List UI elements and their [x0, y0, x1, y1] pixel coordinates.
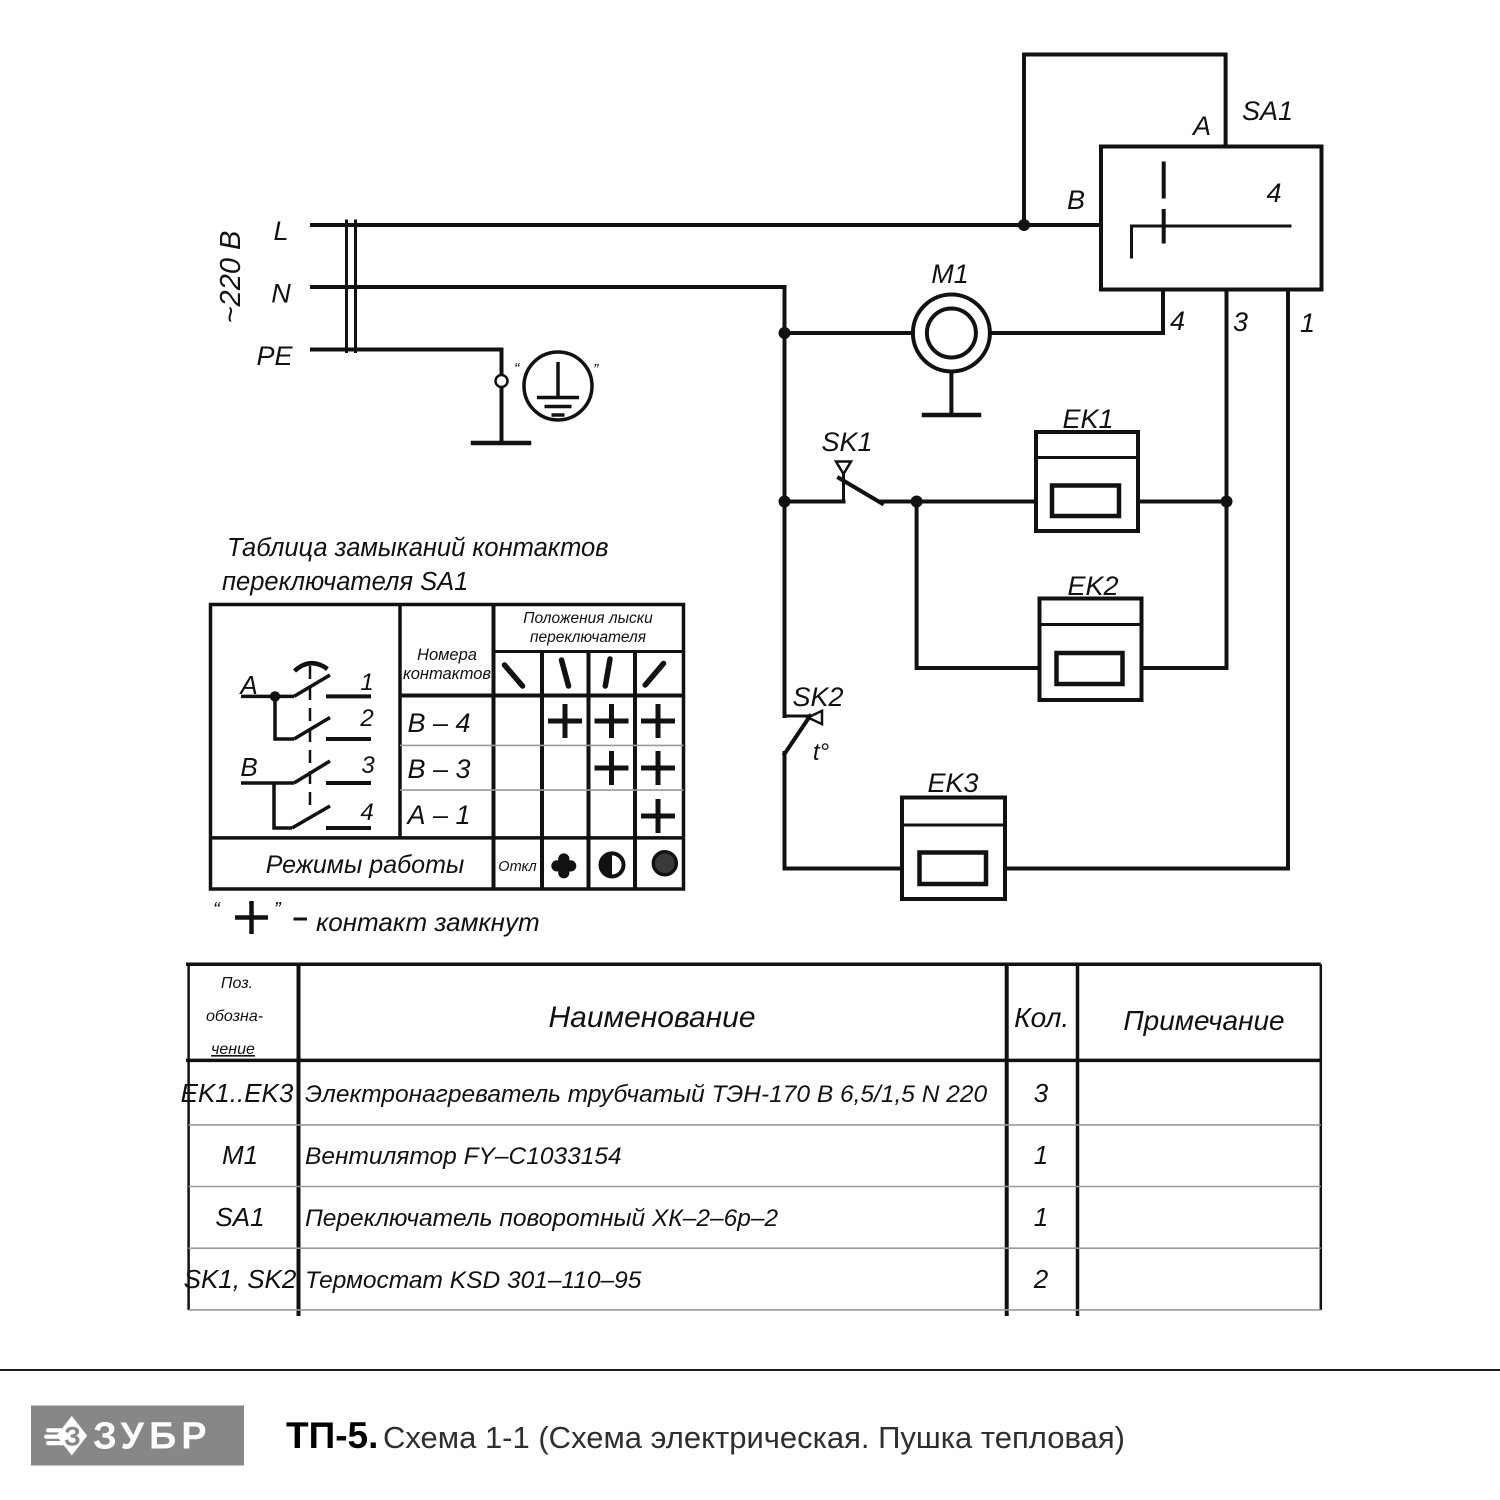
svg-text:t°: t° — [813, 739, 830, 766]
svg-text:ТП-5.: ТП-5. — [286, 1415, 378, 1456]
svg-text:переключателя: переключателя — [530, 629, 646, 646]
svg-text:Положения лыски: Положения лыски — [523, 610, 653, 627]
svg-text:Вентилятор FY–C1033154: Вентилятор FY–C1033154 — [305, 1143, 622, 1170]
svg-text:В – 4: В – 4 — [407, 708, 470, 738]
svg-text:М1: М1 — [222, 1140, 258, 1170]
svg-text:EK1..EK3: EK1..EK3 — [181, 1078, 294, 1108]
svg-text:PE: PE — [256, 341, 293, 371]
svg-text:Номера: Номера — [417, 646, 477, 664]
svg-text:A: A — [238, 670, 257, 700]
svg-text:Откл: Откл — [498, 859, 536, 875]
svg-text:4: 4 — [1170, 306, 1185, 336]
svg-text:EK2: EK2 — [1067, 571, 1118, 601]
svg-text:В – 3: В – 3 — [407, 754, 470, 784]
svg-text:B: B — [1067, 185, 1085, 215]
svg-text:переключателя SA1: переключателя SA1 — [222, 568, 468, 596]
svg-text:чение: чение — [211, 1041, 255, 1058]
svg-text:3: 3 — [361, 752, 375, 779]
svg-text:N: N — [271, 279, 291, 309]
svg-text:SA1: SA1 — [1242, 96, 1293, 126]
svg-text:Электронагреватель трубчатый Т: Электронагреватель трубчатый ТЭН-170 В 6… — [305, 1081, 987, 1108]
svg-text:1: 1 — [360, 669, 373, 696]
svg-text:4: 4 — [360, 799, 373, 826]
svg-text:Примечание: Примечание — [1123, 1005, 1284, 1036]
svg-text:Таблица замыканий контактов: Таблица замыканий контактов — [227, 534, 609, 562]
svg-text:SK2: SK2 — [792, 682, 843, 712]
svg-text:контактов: контактов — [403, 665, 491, 683]
svg-text:Термостат KSD 301–110–95: Термостат KSD 301–110–95 — [305, 1267, 642, 1294]
svg-text:4: 4 — [1266, 178, 1281, 208]
svg-text:EK3: EK3 — [927, 768, 978, 798]
svg-text:B: B — [240, 752, 257, 782]
svg-text:Переключатель поворотный ХК–2–: Переключатель поворотный ХК–2–6р–2 — [305, 1205, 778, 1232]
svg-text:З: З — [64, 1422, 81, 1452]
svg-text:Кол.: Кол. — [1014, 1002, 1069, 1033]
svg-text:SK1: SK1 — [821, 427, 872, 457]
svg-text:M1: M1 — [931, 259, 969, 289]
svg-text:2: 2 — [359, 705, 373, 732]
svg-text:“: “ — [213, 899, 221, 921]
svg-text:EK1: EK1 — [1062, 404, 1113, 434]
svg-text:контакт замкнут: контакт замкнут — [316, 907, 540, 937]
svg-text:Поз.: Поз. — [221, 975, 253, 992]
svg-text:2: 2 — [1033, 1264, 1049, 1294]
svg-text:SK1, SK2: SK1, SK2 — [184, 1264, 297, 1294]
svg-text:Режимы работы: Режимы работы — [266, 851, 465, 879]
svg-text:ЗУБР: ЗУБР — [93, 1416, 212, 1458]
svg-text:Наименование: Наименование — [548, 1001, 755, 1034]
svg-text:”: ” — [274, 899, 282, 921]
svg-text:обозна-: обозна- — [206, 1008, 263, 1025]
svg-text:3: 3 — [1034, 1078, 1049, 1108]
svg-text:”: ” — [593, 362, 599, 379]
svg-text:Схема 1-1 (Схема электрическая: Схема 1-1 (Схема электрическая. Пушка те… — [383, 1420, 1125, 1455]
svg-text:1: 1 — [1034, 1202, 1048, 1232]
svg-text:“: “ — [514, 361, 521, 378]
svg-text:А – 1: А – 1 — [405, 800, 470, 830]
svg-text:~220 В: ~220 В — [215, 231, 247, 324]
svg-text:SA1: SA1 — [215, 1202, 264, 1232]
svg-text:1: 1 — [1300, 308, 1315, 338]
svg-text:1: 1 — [1034, 1140, 1048, 1170]
svg-text:A: A — [1191, 111, 1211, 141]
svg-text:L: L — [273, 216, 288, 246]
svg-text:3: 3 — [1233, 307, 1248, 337]
